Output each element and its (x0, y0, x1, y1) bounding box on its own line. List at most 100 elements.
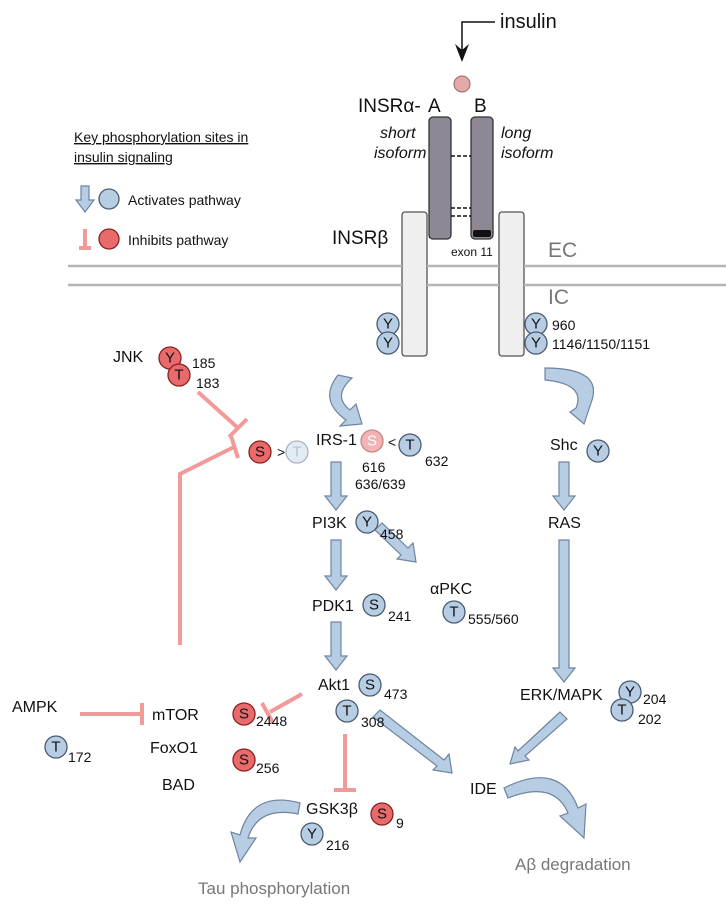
short-isoform-label-1: short (380, 125, 416, 142)
long-isoform-label-1: long (501, 125, 531, 142)
foxo1-label: FoxO1 (150, 740, 198, 757)
gsk-s-circle (370, 802, 394, 826)
erk-y-letter: Y (625, 684, 635, 701)
mtor-feedback-line (178, 445, 235, 645)
pdk1-label: PDK1 (312, 598, 354, 615)
ide-curved-arrow (503, 777, 587, 840)
insulin-molecule (453, 75, 471, 93)
site-960: 960 (552, 317, 576, 333)
mtor-label: mTOR (152, 707, 199, 724)
insr-beta-label: INSRβ (332, 228, 388, 249)
activate-circle-icon (98, 188, 120, 210)
site-y-letter: Y (531, 335, 541, 352)
irs-s-pink-circle (360, 429, 384, 453)
erk-204: 204 (643, 691, 667, 707)
ec-label: EC (548, 239, 577, 262)
gsk3b-label: GSK3β (306, 801, 358, 818)
irs-s-inhib-circle (248, 440, 272, 464)
ampk-label: AMPK (12, 699, 58, 716)
akt1-t-letter: T (342, 703, 351, 720)
ampk-t-letter: T (51, 739, 60, 756)
arrow-shc-ras (551, 461, 577, 511)
jnk-inhibition-bar (227, 417, 249, 439)
foxo1-s-circle (232, 748, 256, 772)
insulin-arrow-head (455, 44, 469, 62)
akt1-473: 473 (384, 686, 408, 702)
pdk1-s-letter: S (369, 597, 379, 614)
arrow-pi3k-apkc (374, 522, 417, 563)
jnk-label: JNK (113, 349, 144, 366)
site-1146: 1146/1150/1151 (552, 336, 650, 352)
irs-616: 616 (362, 459, 386, 475)
ic-label: IC (548, 286, 569, 309)
legend-title-2: insulin signaling (74, 149, 173, 165)
long-isoform-label-2: isoform (501, 145, 553, 162)
pi3k-458: 458 (380, 526, 404, 542)
site-y-circle (376, 331, 400, 355)
erk-202: 202 (638, 711, 662, 727)
shc-y-circle (586, 439, 610, 463)
shc-label: Shc (550, 437, 578, 454)
arrow-akt1-ide (372, 709, 453, 774)
irs-636: 636/639 (355, 476, 406, 492)
gt-sign: > (277, 444, 285, 460)
insr-alpha-label: INSRα- (358, 96, 421, 117)
arrow-irs-pi3k (323, 461, 349, 511)
arrow-pi3k-pdk1 (323, 539, 349, 591)
apkc-label: αPKC (430, 581, 472, 598)
gsk-curved-arrow (230, 799, 301, 864)
mtor-feedback-bar (229, 435, 240, 459)
legend-activates: Activates pathway (128, 192, 241, 208)
short-isoform-label-2: isoform (374, 145, 426, 162)
ampk-172: 172 (68, 749, 92, 765)
pathway-arrows (323, 461, 577, 774)
apkc-node: αPKC T 555/560 (430, 581, 519, 627)
pdk1-241: 241 (388, 608, 412, 624)
pi3k-y-letter: Y (362, 514, 372, 531)
erk-label: ERK/MAPK (520, 687, 603, 704)
gsk-y-letter: Y (307, 826, 317, 843)
akt1-label: Akt1 (318, 677, 350, 694)
cell-membrane: EC IC (68, 239, 726, 309)
irs-632: 632 (425, 453, 449, 469)
gsk-216: 216 (326, 837, 350, 853)
bad-label: BAD (162, 777, 195, 794)
activate-arrow-icon (74, 185, 96, 213)
jnk-185: 185 (192, 355, 216, 371)
gsk3b-node: GSK3β S 9 Y 216 Tau phosphorylation (198, 799, 404, 898)
gsk-9: 9 (396, 815, 404, 831)
arrow-pdk1-akt1 (323, 621, 349, 671)
pi3k-label: PI3K (312, 515, 347, 532)
apkc-t-letter: T (449, 604, 458, 621)
inhibit-circle-icon (98, 228, 120, 250)
site-y-letter: Y (383, 335, 393, 352)
pdk1-s-circle (362, 593, 386, 617)
insulin-arrow (461, 21, 495, 58)
mtor-s-letter: S (239, 706, 249, 723)
akt1-t-circle (335, 699, 359, 723)
beta-chain-left (401, 211, 428, 357)
mtor-s-circle (232, 702, 256, 726)
irs-s-pink-letter: S (367, 433, 377, 450)
lt-sign: < (388, 434, 396, 450)
ide-label: IDE (470, 781, 497, 798)
apkc-t-circle (442, 600, 466, 624)
gsk-y-circle (300, 822, 324, 846)
jnk-t-letter: T (174, 367, 183, 384)
akt1-308: 308 (361, 714, 385, 730)
jnk-183: 183 (196, 375, 220, 391)
legend: Key phosphorylation sites in insulin sig… (74, 129, 248, 250)
alpha-chain-b (470, 116, 494, 240)
site-y-letter: Y (383, 316, 393, 333)
akt1-s-letter: S (365, 677, 375, 694)
akt1-s-circle (358, 673, 382, 697)
akt1-mtor-inhibition-line (269, 692, 303, 714)
jnk-t-circle (167, 363, 191, 387)
mtor-node: mTOR S 2448 (152, 702, 287, 729)
exon11-insert (473, 230, 491, 237)
irs-t-circle (398, 433, 422, 457)
alpha-chain-a (428, 116, 452, 240)
site-y-letter: Y (531, 316, 541, 333)
irs1-label: IRS-1 (316, 432, 357, 449)
gsk-s-letter: S (377, 806, 387, 823)
